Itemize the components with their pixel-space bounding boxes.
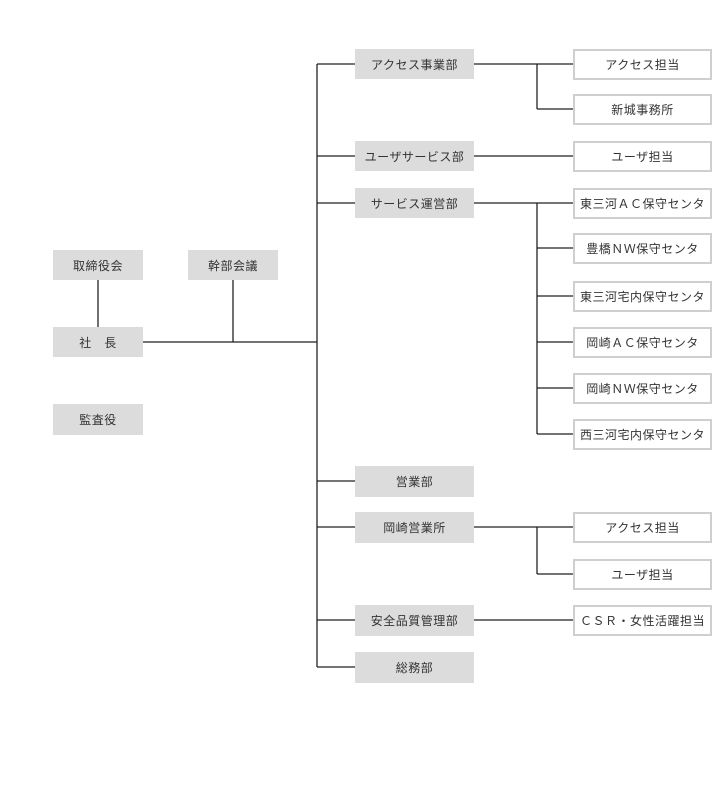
unit-user-team: ユーザ担当	[573, 141, 712, 172]
unit-center-5: 岡崎ＮＷ保守センタ	[573, 373, 712, 404]
dept-general-affairs: 総務部	[355, 652, 474, 683]
unit-center-4: 岡崎ＡＣ保守センタ	[573, 327, 712, 358]
board-of-directors-box: 取締役会	[53, 250, 143, 280]
unit-access-team: アクセス担当	[573, 49, 712, 80]
executive-council-box: 幹部会議	[188, 250, 278, 280]
unit-okazaki-user-team: ユーザ担当	[573, 559, 712, 590]
auditor-box: 監査役	[53, 404, 143, 435]
dept-okazaki-sales: 岡崎営業所	[355, 512, 474, 543]
unit-center-2: 豊橋ＮＷ保守センタ	[573, 233, 712, 264]
dept-access: アクセス事業部	[355, 49, 474, 79]
unit-center-3: 東三河宅内保守センタ	[573, 281, 712, 312]
unit-center-1: 東三河ＡＣ保守センタ	[573, 188, 712, 219]
president-box: 社 長	[53, 327, 143, 357]
dept-quality: 安全品質管理部	[355, 605, 474, 636]
dept-sales: 営業部	[355, 466, 474, 497]
unit-center-6: 西三河宅内保守センタ	[573, 419, 712, 450]
unit-shinshiro-office: 新城事務所	[573, 94, 712, 125]
unit-csr-team: ＣＳＲ・女性活躍担当	[573, 605, 712, 636]
unit-okazaki-access-team: アクセス担当	[573, 512, 712, 543]
dept-user-service: ユーザサービス部	[355, 141, 474, 171]
dept-service-ops: サービス運営部	[355, 188, 474, 218]
